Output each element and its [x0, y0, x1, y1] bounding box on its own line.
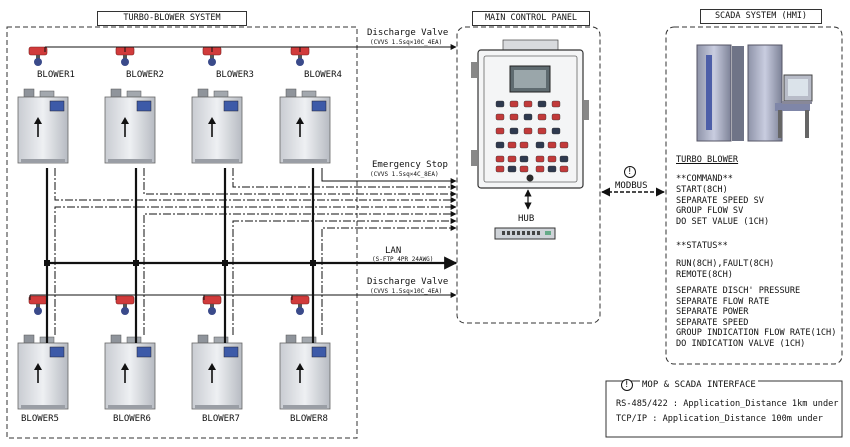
scada-section	[665, 26, 843, 365]
blower-1-label: BLOWER1	[37, 70, 75, 80]
turbo-blower-section	[6, 26, 358, 439]
emergency-spec: (CVVS 1.5sq×4C_8EA)	[370, 171, 439, 178]
status-detail-item-1: SEPARATE DISCH' PRESSURE	[676, 286, 801, 296]
lan-label: LAN	[385, 246, 402, 256]
main-control-panel	[471, 39, 589, 189]
interface-row-tcpip: TCP/IP : Application_Distance 100m under	[616, 414, 823, 424]
blower-unit-4	[279, 46, 331, 164]
emergency-label: Emergency Stop	[372, 160, 448, 170]
blower-7-label: BLOWER7	[202, 414, 240, 424]
interface-badge	[621, 379, 633, 391]
command-item-1: START(8CH)	[676, 185, 728, 195]
status-detail-item-2: SEPARATE FLOW RATE	[676, 296, 770, 307]
status-detail-item-3: SEPARATE POWER	[676, 307, 749, 317]
status-detail-item-5: GROUP INDICATION FLOW RATE(1CH)	[676, 328, 837, 338]
discharge-bottom-label: Discharge Valve	[367, 277, 449, 287]
status-item-2: REMOTE(8CH)	[676, 269, 733, 280]
interface-badge-glyph: !	[624, 380, 630, 390]
blower-2-label: BLOWER2	[126, 70, 164, 80]
blower-6-label: BLOWER6	[113, 414, 151, 424]
blower-3-label: BLOWER3	[216, 70, 254, 80]
turbo-blower-title: TURBO-BLOWER SYSTEM	[97, 11, 247, 26]
discharge-line-bottom	[29, 292, 457, 300]
discharge-line-top	[44, 44, 457, 52]
blower-unit-8	[279, 295, 331, 410]
blower-4-label: BLOWER4	[304, 70, 342, 80]
blower-unit-3	[191, 46, 243, 164]
status-detail-item-6: DO INDICATION VALVE (1CH)	[676, 338, 806, 349]
discharge-top-spec: (CVVS 1.5sq×10C_4EA)	[370, 39, 443, 46]
command-header: **COMMAND**	[676, 174, 733, 184]
interface-title: MOP & SCADA INTERFACE	[640, 380, 758, 390]
scada-heading: TURBO BLOWER	[676, 155, 739, 165]
blower-unit-6	[104, 295, 156, 410]
command-item-4: DO SET VALUE (1CH)	[676, 216, 770, 227]
blower-8-label: BLOWER8	[290, 414, 328, 424]
blower-unit-5	[17, 295, 69, 410]
modbus-badge-glyph: !	[627, 167, 633, 177]
command-item-3: GROUP FLOW SV	[676, 206, 744, 216]
blower-unit-1	[17, 46, 69, 164]
command-item-2: SEPARATE SPEED SV	[676, 195, 764, 206]
scada-computer	[696, 44, 813, 142]
blower-unit-2	[104, 46, 156, 164]
interface-row-rs485: RS-485/422 : Application_Distance 1km un…	[616, 399, 839, 409]
lan-spec: (S-FTP 4PR 24AWG)	[372, 256, 434, 263]
modbus-label: MODBUS	[615, 181, 648, 191]
hub-device	[494, 227, 556, 240]
scada-title: SCADA SYSTEM (HMI)	[700, 9, 822, 24]
blower-unit-7	[191, 295, 243, 410]
hub-label: HUB	[518, 214, 535, 224]
status-item-1: RUN(8CH),FAULT(8CH)	[676, 259, 775, 269]
status-detail-item-4: SEPARATE SPEED	[676, 317, 749, 328]
blower-5-label: BLOWER5	[21, 414, 59, 424]
modbus-badge	[624, 166, 636, 178]
interface-box	[605, 380, 843, 438]
discharge-top-label: Discharge Valve	[367, 28, 449, 38]
main-panel-title: MAIN CONTROL PANEL	[472, 11, 590, 26]
status-header: **STATUS**	[676, 241, 728, 251]
discharge-bottom-spec: (CVVS 1.5sq×10C_4EA)	[370, 288, 443, 295]
signal-lines	[54, 168, 457, 335]
lan-bus	[45, 168, 458, 343]
